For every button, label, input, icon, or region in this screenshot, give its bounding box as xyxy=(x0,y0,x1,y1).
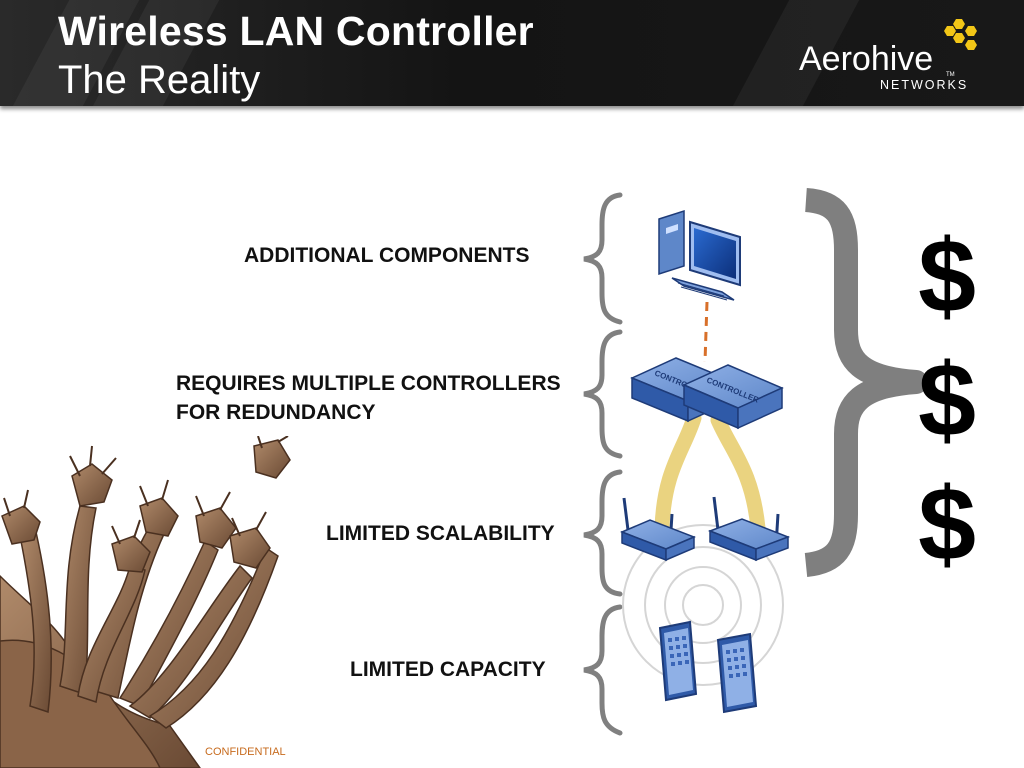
cost-symbols: $ $ $ xyxy=(912,216,982,588)
confidential-footer: CONFIDENTIAL xyxy=(205,746,286,758)
large-brace xyxy=(804,188,928,577)
coverage-rings xyxy=(622,524,784,686)
tablet-icon xyxy=(658,620,758,714)
logo-trademark: TM xyxy=(946,72,955,78)
tablet-right xyxy=(716,632,758,714)
label-multiple-controllers: REQUIRES MULTIPLE CONTROLLERS FOR REDUND… xyxy=(176,369,561,427)
brace-capacity xyxy=(583,604,623,736)
slide-title: Wireless LAN Controller xyxy=(58,8,534,54)
tablet-left xyxy=(658,620,698,702)
access-point-left xyxy=(620,497,696,562)
hydra-monster-image xyxy=(0,436,291,768)
logo-wordmark: Aerohive xyxy=(799,40,934,78)
label-limited-capacity: LIMITED CAPACITY xyxy=(350,658,546,681)
logo-tagline: NETWORKS xyxy=(880,78,969,92)
hexagon-logo-icon xyxy=(944,19,977,50)
brace-redundancy xyxy=(583,329,623,459)
uplink-cables xyxy=(654,410,766,536)
management-link xyxy=(703,301,709,363)
controller-icon: CONTROLLER CONTROLLER xyxy=(630,357,784,430)
computer-icon xyxy=(658,209,741,301)
slide-subtitle: The Reality xyxy=(58,58,261,102)
brace-components xyxy=(583,192,623,325)
access-point-icon xyxy=(620,496,791,562)
dollar-sign: $ xyxy=(918,219,976,335)
label-line: FOR REDUNDANCY xyxy=(176,401,376,424)
brace-scalability xyxy=(583,469,623,597)
dollar-sign: $ xyxy=(918,343,976,459)
access-point-right xyxy=(707,496,791,562)
label-limited-scalability: LIMITED SCALABILITY xyxy=(326,522,555,545)
small-braces xyxy=(583,192,623,736)
dollar-sign: $ xyxy=(918,467,976,583)
title-bar: Wireless LAN Controller The Reality Aero… xyxy=(0,0,1024,106)
label-additional-components: ADDITIONAL COMPONENTS xyxy=(244,244,530,267)
controller-front: CONTROLLER xyxy=(682,364,784,430)
label-line: REQUIRES MULTIPLE CONTROLLERS xyxy=(176,372,561,395)
